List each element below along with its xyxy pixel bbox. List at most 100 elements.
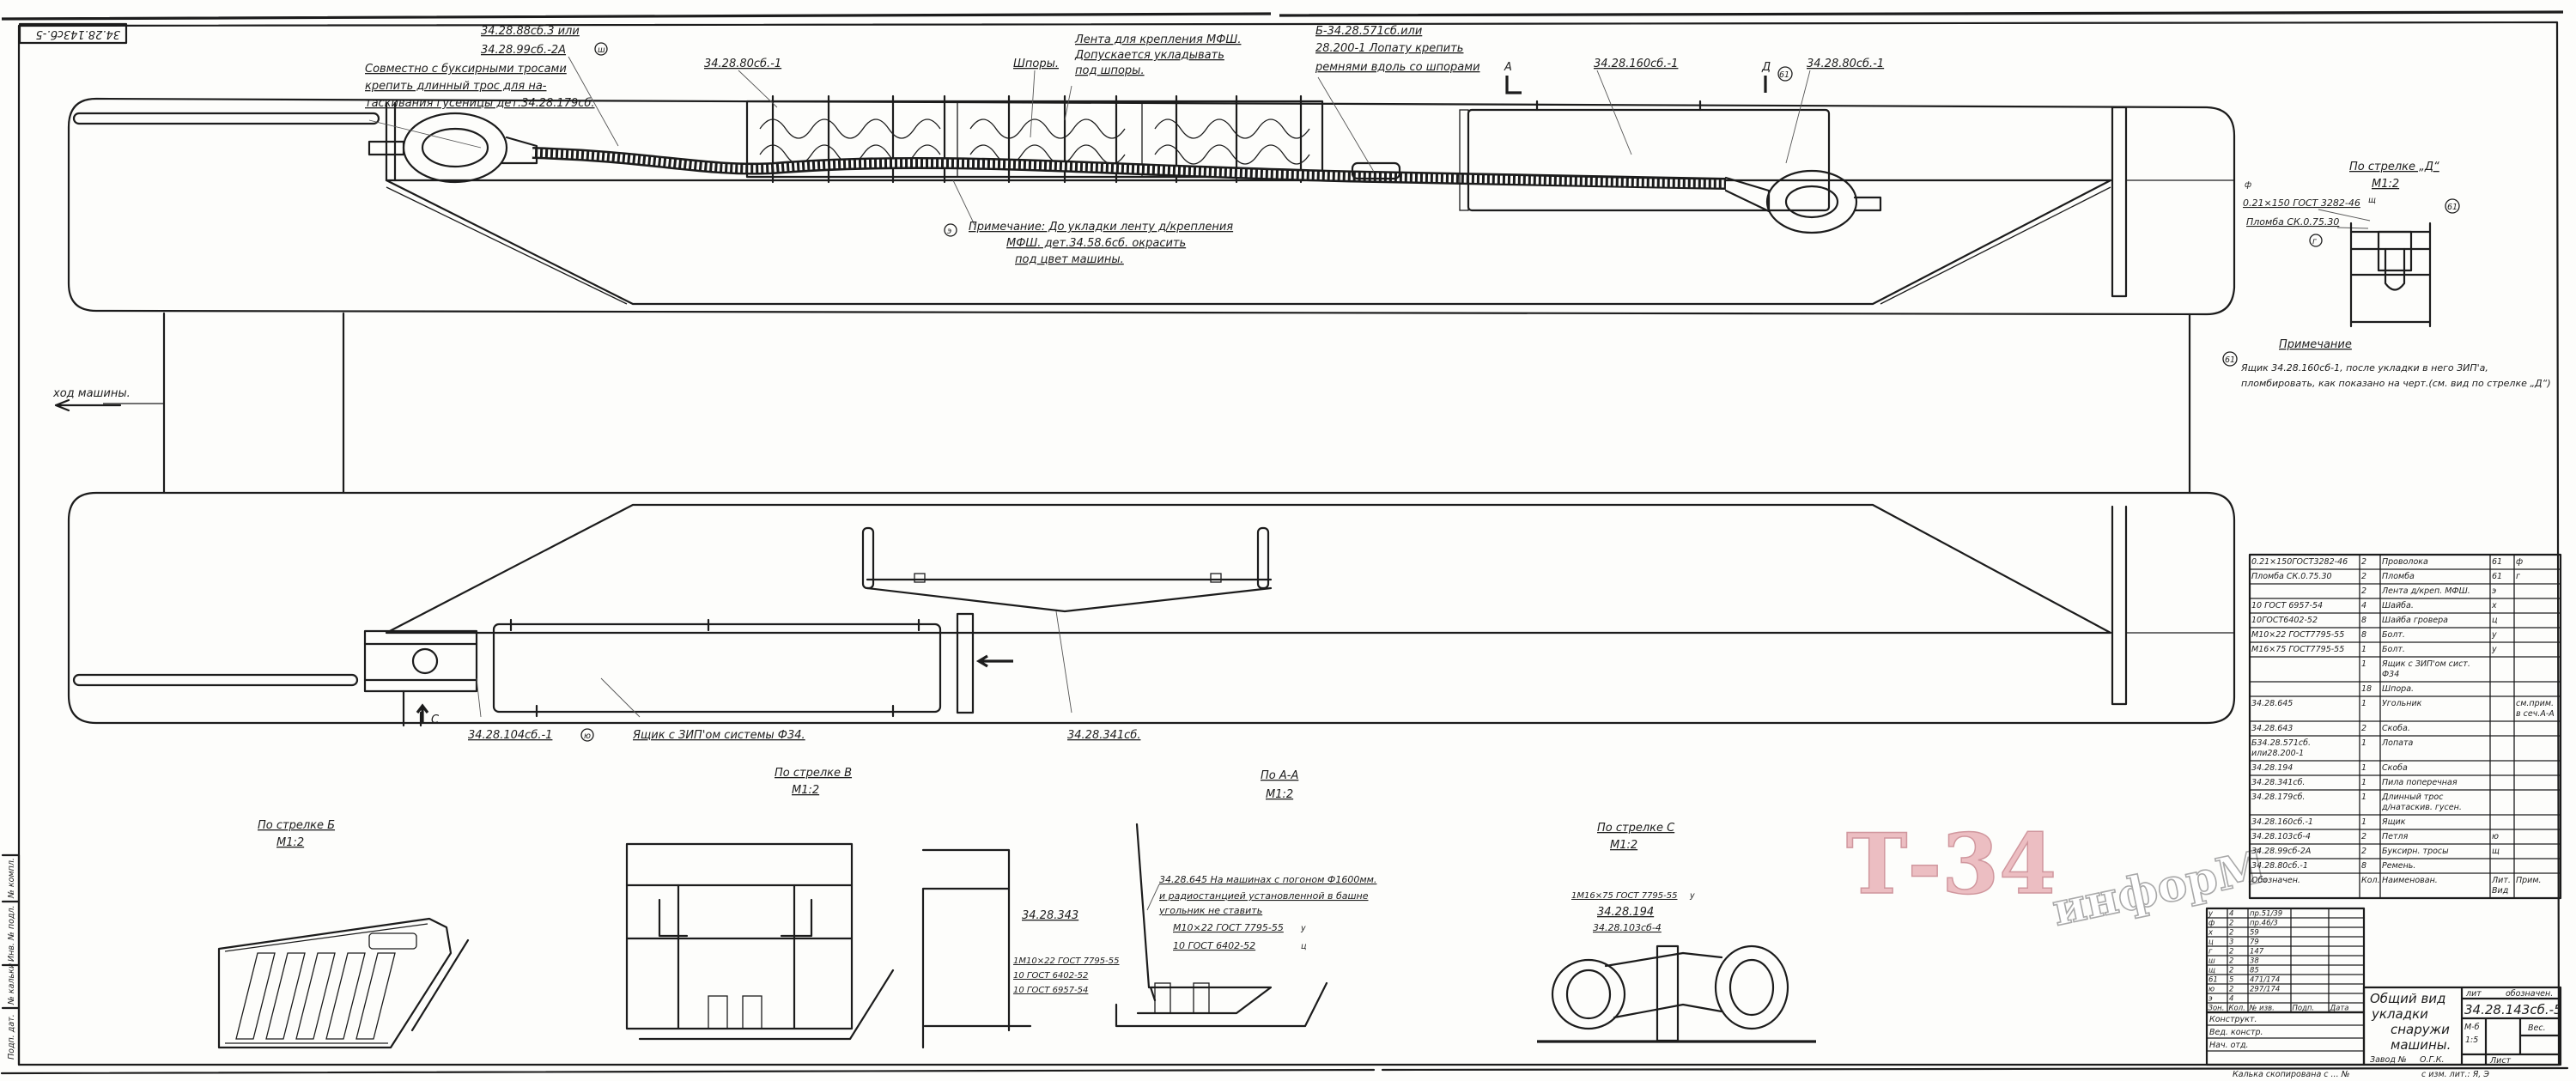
revision-cell: э <box>2208 995 2213 1004</box>
label-saw: 34.28.341сб. <box>1067 729 1140 742</box>
parts-header: Обозначен. <box>2251 876 2300 885</box>
revision-cell: х <box>2208 929 2214 938</box>
view-v-bracket: 34.28.343 <box>1022 909 1078 922</box>
revision-cell: 297/174 <box>2250 986 2280 994</box>
parts-cell: 34.28.645 <box>2251 699 2293 708</box>
cable-note-line1: Совместно с буксирными тросами <box>365 63 567 76</box>
view-d-note-title: Примечание <box>2279 338 2352 351</box>
view-c-scale: М1:2 <box>1610 839 1637 852</box>
label-tow-cable-old: 34.28.88сб.3 или <box>481 25 580 38</box>
parts-cell: ю <box>2492 832 2499 841</box>
side-column-item: № компл. <box>7 858 16 899</box>
band-note-line2: Допускается укладывать <box>1074 49 1224 62</box>
label-strap-right: 34.28.80сб.-1 <box>1807 58 1884 70</box>
band-remark-line3: под цвет машины. <box>1015 253 1124 266</box>
arrow-c-icon <box>416 703 429 723</box>
band-remark-line1: Примечание: До укладки ленту д/крепления <box>969 221 1233 234</box>
lower-fender <box>67 491 2236 725</box>
view-d-note-line1: Ящик 34.28.160сб-1, после укладки в него… <box>2240 362 2488 373</box>
hull-middle <box>103 312 2191 495</box>
band-note-line1: Лента для крепления МФШ. <box>1074 33 1241 46</box>
view-d-seal-circle: г <box>2312 237 2318 246</box>
revision-cell: щ <box>2208 967 2215 975</box>
plant-number: Завод № <box>2370 1055 2407 1065</box>
title-line: машины. <box>2391 1037 2451 1053</box>
parts-cell: Пила поперечная <box>2382 778 2458 787</box>
cable-note-line2: крепить длинный трос для на- <box>365 80 547 93</box>
view-aa-washer-circle: ц <box>1301 942 1306 951</box>
revision-cell: 471/174 <box>2250 976 2280 985</box>
label-shackle-lower: 34.28.104сб.-1 <box>468 729 552 742</box>
view-c-bracket: 34.28.194 <box>1597 906 1654 919</box>
title-block: Общий вид укладки снаружи машины. Завод … <box>2362 986 2562 1066</box>
direction-label: ход машины. <box>52 387 131 400</box>
parts-cell: 34.28.643 <box>2251 724 2293 733</box>
parts-cell: 2 <box>2361 832 2366 841</box>
arrow-c-mark: С <box>431 714 440 726</box>
revision-cell: 4 <box>2229 995 2233 1004</box>
revision-header: Кол. <box>2229 1005 2245 1013</box>
upper-labels: 34.28.88сб.3 или 34.28.99сб.-2А ш Совмес… <box>365 25 1884 266</box>
revision-cell: 2 <box>2229 967 2233 975</box>
parts-cell: Петля <box>2382 832 2409 841</box>
view-v-title: По стрелке В <box>775 767 852 780</box>
view-d-seal: Пломба СК.0.75.30 <box>2246 216 2339 228</box>
label-strap-left: 34.28.80сб.-1 <box>704 58 781 70</box>
parts-cell: 1 <box>2361 699 2366 708</box>
parts-cell: 61 <box>2492 572 2502 581</box>
tow-cable <box>368 112 1882 234</box>
parts-cell: ф <box>2516 557 2523 567</box>
parts-cell: ц <box>2492 616 2497 625</box>
designation: 34.28.143сб.-5 <box>2464 1002 2562 1017</box>
parts-cell: 1 <box>2361 817 2366 827</box>
parts-cell: 1 <box>2361 763 2366 773</box>
side-column-item: № кальки <box>7 963 16 1005</box>
parts-cell: 34.28.99сб-2А <box>2251 847 2311 856</box>
view-aa-note-line1: 34.28.645 На машинах с погоном Ф1600мм. <box>1159 874 1376 885</box>
arrow-d-circle: 61 <box>1779 70 1789 80</box>
revision-cell: ш <box>2208 957 2215 966</box>
view-d-note-circle: 61 <box>2225 355 2235 365</box>
cable-note-line3: таскивания гусеницы дет.34.28.179сб. <box>365 97 595 110</box>
designation-label: обозначен. <box>2506 989 2553 999</box>
department: О.Г.К. <box>2420 1055 2445 1065</box>
watermark-main: Т-34 <box>1846 816 2057 913</box>
parts-cell: 1 <box>2361 778 2366 787</box>
parts-cell: М16×75 ГОСТ7795-55 <box>2251 645 2344 654</box>
shovel-note-line3: ремнями вдоль со шпорами <box>1315 61 1480 74</box>
view-d: По стрелке „Д“ М1:2 ф 0.21×150 ГОСТ 3282… <box>2222 161 2551 389</box>
parts-cell: 10 ГОСТ 6957-54 <box>2251 601 2323 610</box>
changes-note: с изм. лит.: Я, Э <box>2421 1070 2489 1079</box>
side-column: № компл. Инв. № подл. № кальки Подп. дат… <box>1 853 21 1066</box>
parts-cell: 8 <box>2361 616 2366 625</box>
parts-cell: 34.28.80сб.-1 <box>2251 861 2308 871</box>
arrow-b-icon <box>975 654 1013 668</box>
tow-cable-circle: ш <box>598 46 605 55</box>
parts-cell: см.прим.в сеч.А-А <box>2516 699 2555 719</box>
arrow-d-mark: Д <box>1761 61 1771 74</box>
parts-cell: у <box>2491 630 2497 640</box>
parts-cell: Ящик <box>2381 817 2406 827</box>
revision-cell: ю <box>2208 986 2215 994</box>
parts-cell: 34.28.160сб.-1 <box>2251 817 2313 827</box>
view-aa-scale: М1:2 <box>1266 788 1293 801</box>
parts-cell: у <box>2491 645 2497 654</box>
revision-cell: 85 <box>2250 967 2259 975</box>
view-aa-title: По А-А <box>1261 769 1298 782</box>
view-b-title: По стрелке Б <box>258 819 335 832</box>
view-v-washer2: 10 ГОСТ 6957-54 <box>1013 986 1088 995</box>
revision-cell: 2 <box>2229 920 2233 928</box>
parts-cell: 18 <box>2361 684 2372 694</box>
parts-cell: Пломба <box>2382 572 2415 581</box>
title-line: укладки <box>2371 1006 2428 1022</box>
weight-label: Вес. <box>2528 1023 2546 1033</box>
parts-cell: щ <box>2492 847 2500 856</box>
parts-cell: М10×22 ГОСТ7795-55 <box>2251 630 2344 640</box>
revision-header: № изв. <box>2249 1005 2275 1013</box>
parts-cell: Болт. <box>2382 645 2405 654</box>
parts-cell: 2 <box>2361 557 2366 567</box>
parts-cell: Скоба. <box>2382 724 2410 733</box>
